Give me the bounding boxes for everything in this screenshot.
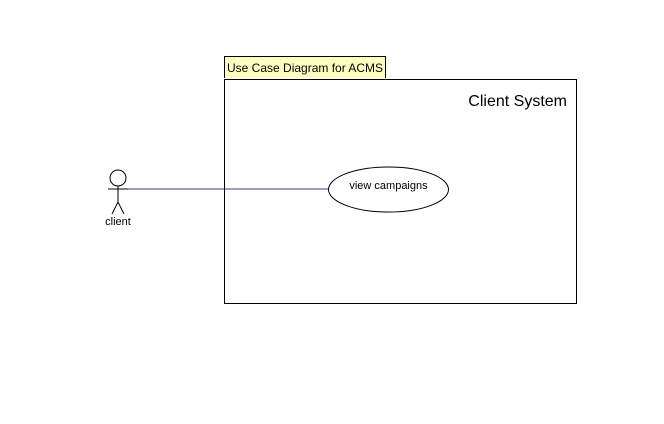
actor-name-label: client [105, 216, 131, 228]
actor-right-leg [117, 201, 125, 215]
actor-stick-figure-icon[interactable] [108, 169, 128, 215]
actor-head [109, 169, 127, 187]
system-boundary[interactable]: Client System [224, 79, 577, 304]
use-case-label: view campaigns [349, 180, 428, 192]
diagram-frame-label: Use Case Diagram for ACMS [224, 56, 387, 78]
actor-left-leg [111, 201, 119, 215]
system-title: Client System [468, 93, 567, 110]
use-case-ellipse[interactable] [328, 166, 449, 213]
